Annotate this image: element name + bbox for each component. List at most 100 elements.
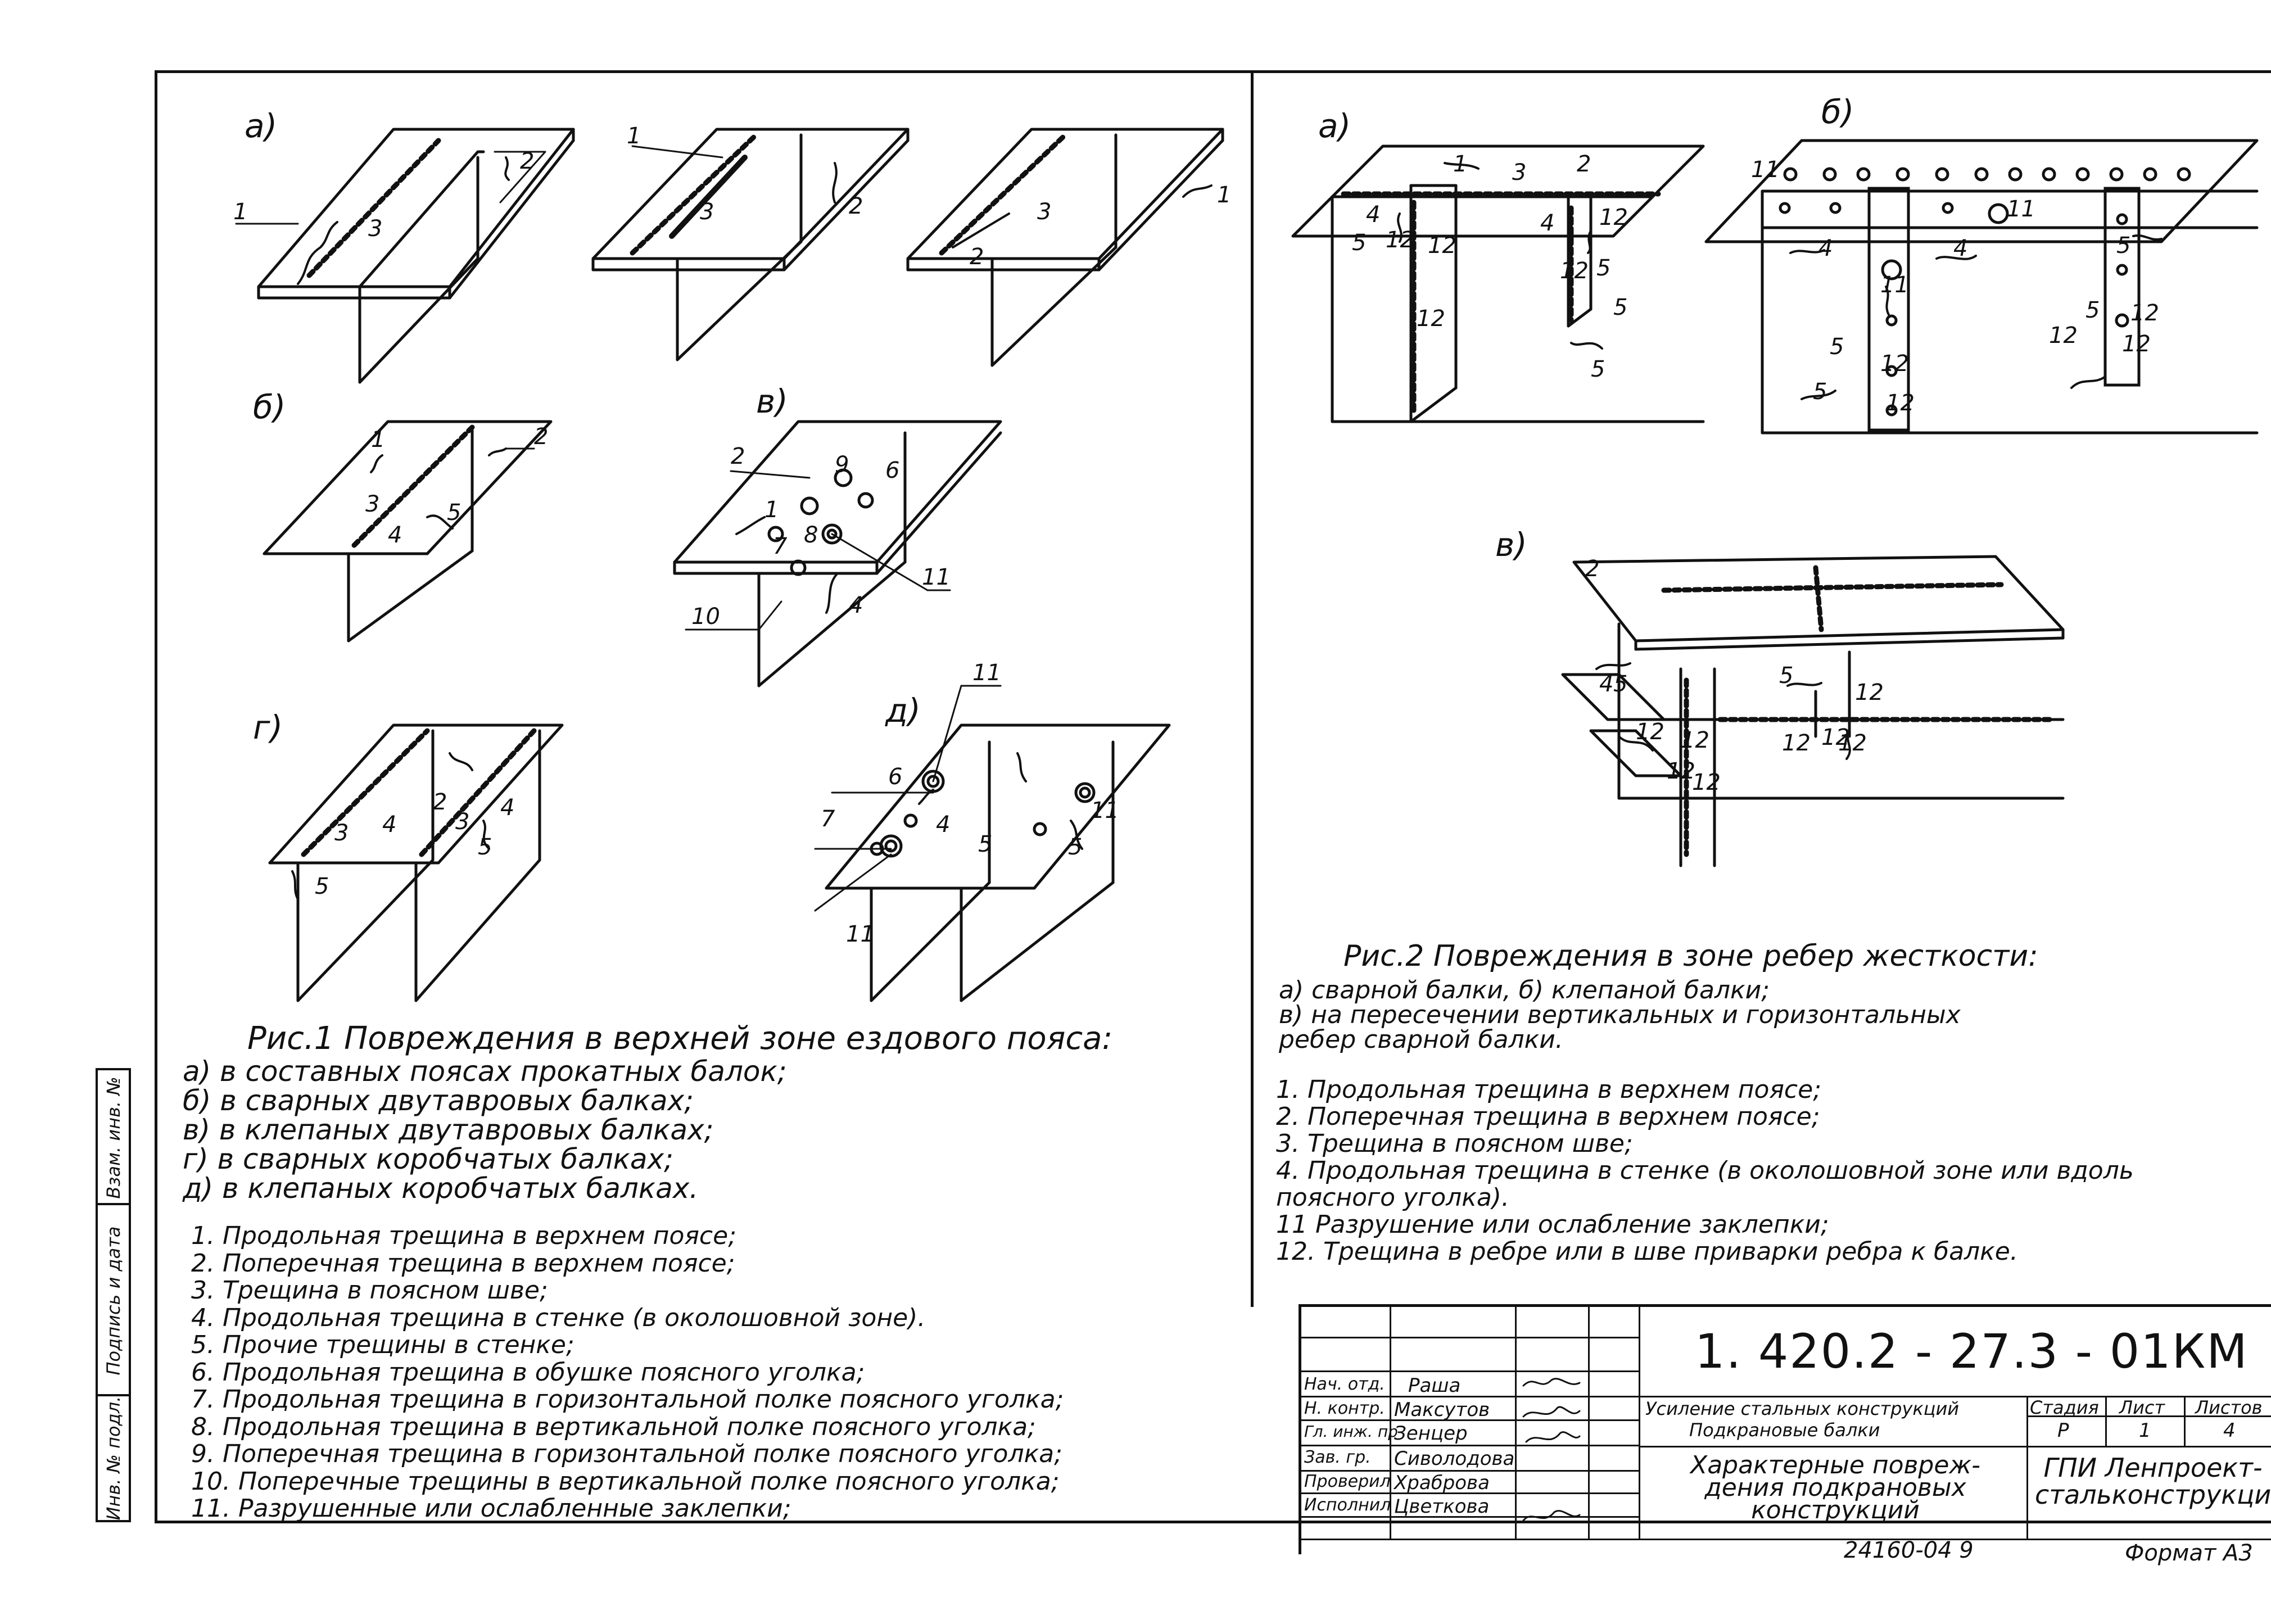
svg-text:1: 1 bbox=[371, 427, 385, 453]
svg-text:2: 2 bbox=[433, 789, 447, 815]
svg-text:2: 2 bbox=[849, 193, 863, 219]
fig2-legend-item: 4. Продольная трещина в стенке (в околош… bbox=[1276, 1156, 2134, 1185]
fig1-drawing-a1-rolled-beam: 123 bbox=[233, 128, 575, 384]
svg-text:5: 5 bbox=[2116, 233, 2130, 259]
svg-text:4: 4 bbox=[1818, 236, 1833, 261]
role-0: Нач. отд. bbox=[1304, 1374, 1385, 1394]
svg-text:6: 6 bbox=[885, 458, 899, 483]
fig1-legend-item: 9. Поперечная трещина в горизонтальной п… bbox=[191, 1440, 1062, 1468]
fig1-legend-item: 7. Продольная трещина в горизонтальной п… bbox=[191, 1385, 1064, 1414]
svg-text:12: 12 bbox=[2130, 300, 2159, 326]
svg-text:1: 1 bbox=[764, 497, 779, 523]
name-0: Раша bbox=[1408, 1374, 1461, 1397]
svg-text:4: 4 bbox=[500, 795, 514, 821]
svg-text:4: 4 bbox=[849, 592, 863, 618]
svg-text:5: 5 bbox=[2085, 297, 2100, 323]
title-block-project-sub: Подкрановые балки bbox=[1689, 1419, 1880, 1441]
fig1-cases: а) в составных поясах прокатных балок; б… bbox=[183, 1057, 787, 1203]
fig2-case: а) сварной балки, б) клепаной балки; bbox=[1279, 976, 1770, 1005]
fig1-legend-item: 2. Поперечная трещина в верхнем поясе; bbox=[191, 1248, 735, 1278]
svg-text:1: 1 bbox=[627, 123, 641, 149]
fig1-legend-item: 5. Прочие трещины в стенке; bbox=[191, 1331, 574, 1359]
title-block: 1. 420.2 - 27.3 - 01КМ Усиление стальных… bbox=[1299, 1304, 2271, 1554]
svg-text:12: 12 bbox=[1681, 727, 1709, 753]
svg-text:12: 12 bbox=[1636, 719, 1664, 745]
svg-text:5: 5 bbox=[978, 831, 992, 857]
title-block-project: Усиление стальных конструкций bbox=[1645, 1398, 1960, 1419]
svg-text:12: 12 bbox=[2049, 323, 2078, 349]
svg-text:3: 3 bbox=[1037, 199, 1051, 225]
fig2-legend: 1. Продольная трещина в верхнем поясе; 2… bbox=[1276, 1076, 2134, 1265]
fig1-legend-item: 10. Поперечные трещины в вертикальной по… bbox=[191, 1467, 1060, 1496]
svg-text:12: 12 bbox=[2122, 331, 2151, 357]
svg-text:2: 2 bbox=[1585, 556, 1599, 582]
role-4: Проверил bbox=[1304, 1472, 1391, 1491]
svg-text:4: 4 bbox=[382, 812, 396, 838]
svg-text:11: 11 bbox=[972, 660, 1001, 686]
fig1-case: г) в сварных коробчатых балках; bbox=[183, 1143, 673, 1175]
svg-text:5: 5 bbox=[1591, 356, 1605, 382]
role-2: Гл. инж. пр bbox=[1304, 1422, 1398, 1441]
fig1-label-g: г) bbox=[253, 708, 283, 747]
svg-text:3: 3 bbox=[455, 809, 469, 835]
svg-text:2: 2 bbox=[1577, 151, 1591, 177]
signatures-icon bbox=[1522, 1378, 1581, 1522]
fig1-legend-item: 6. Продольная трещина в обушке поясного … bbox=[191, 1358, 865, 1387]
svg-text:12: 12 bbox=[1599, 205, 1628, 230]
title-block-drawing-title: Характерные повреж- дения подкрановых ко… bbox=[1690, 1451, 1980, 1525]
side-stamp-vzam: Взам. инв. № bbox=[96, 1068, 131, 1205]
svg-text:7: 7 bbox=[773, 533, 788, 559]
svg-text:8: 8 bbox=[804, 522, 818, 548]
svg-text:12: 12 bbox=[1821, 725, 1850, 750]
fig1-case: в) в клепаных двутавровых балках; bbox=[183, 1114, 714, 1146]
side-stamp-podpis: Подпись и дата bbox=[96, 1203, 131, 1396]
fig2-legend-item: поясного уголка). bbox=[1276, 1183, 1509, 1212]
svg-text:5: 5 bbox=[1352, 230, 1366, 256]
svg-text:12: 12 bbox=[1560, 258, 1589, 284]
svg-text:12: 12 bbox=[1886, 390, 1915, 416]
fig2-cases: а) сварной балки, б) клепаной балки; в) … bbox=[1279, 978, 1961, 1052]
fig1-drawing-a3-rolled-beam: 1 3 2 bbox=[906, 128, 1231, 367]
fig1-case: б) в сварных двутавровых балках; bbox=[183, 1084, 694, 1117]
title-block-sheet-header: Лист bbox=[2119, 1397, 2165, 1418]
svg-text:1: 1 bbox=[233, 199, 247, 225]
fig2-legend-item: 1. Продольная трещина в верхнем поясе; bbox=[1276, 1075, 1822, 1104]
svg-text:2: 2 bbox=[534, 424, 548, 450]
fig2-label-b: б) bbox=[1821, 93, 1854, 131]
svg-text:4: 4 bbox=[1366, 202, 1380, 228]
svg-text:10: 10 bbox=[691, 604, 720, 630]
sheet-frame bbox=[155, 70, 2271, 1523]
fig1-legend-item: 3. Трещина в поясном шве; bbox=[191, 1276, 548, 1305]
fig1-label-d: д) bbox=[885, 691, 921, 730]
title-block-code: 1. 420.2 - 27.3 - 01КМ bbox=[1695, 1324, 2249, 1379]
svg-text:12: 12 bbox=[1838, 730, 1867, 756]
svg-text:5: 5 bbox=[1613, 295, 1627, 320]
svg-text:2: 2 bbox=[970, 244, 984, 270]
svg-text:11: 11 bbox=[1880, 272, 1909, 298]
fig1-case: д) в клепаных коробчатых балках. bbox=[183, 1172, 699, 1205]
svg-text:3: 3 bbox=[365, 491, 379, 517]
svg-text:5: 5 bbox=[447, 500, 461, 526]
svg-text:3: 3 bbox=[368, 216, 382, 242]
svg-text:1: 1 bbox=[1217, 182, 1231, 208]
name-2: Зенцер bbox=[1394, 1422, 1468, 1445]
fig1-label-b: б) bbox=[253, 388, 286, 426]
fig1-legend: 1. Продольная трещина в верхнем поясе; 2… bbox=[191, 1222, 1064, 1523]
format-label: Формат А3 bbox=[2125, 1540, 2253, 1566]
svg-text:5: 5 bbox=[1596, 255, 1610, 281]
svg-text:5: 5 bbox=[315, 874, 329, 899]
svg-text:12: 12 bbox=[1386, 227, 1414, 253]
fig1-legend-item: 8. Продольная трещина в вертикальной пол… bbox=[191, 1412, 1036, 1441]
svg-text:5: 5 bbox=[1813, 379, 1827, 405]
fig2-legend-item: 11 Разрушение или ослабление заклепки; bbox=[1276, 1210, 1829, 1239]
name-4: Храброва bbox=[1394, 1472, 1490, 1494]
fig1-legend-item: 1. Продольная трещина в верхнем поясе; bbox=[191, 1222, 737, 1250]
svg-text:4: 4 bbox=[1953, 236, 1967, 261]
svg-text:5: 5 bbox=[1830, 334, 1844, 360]
